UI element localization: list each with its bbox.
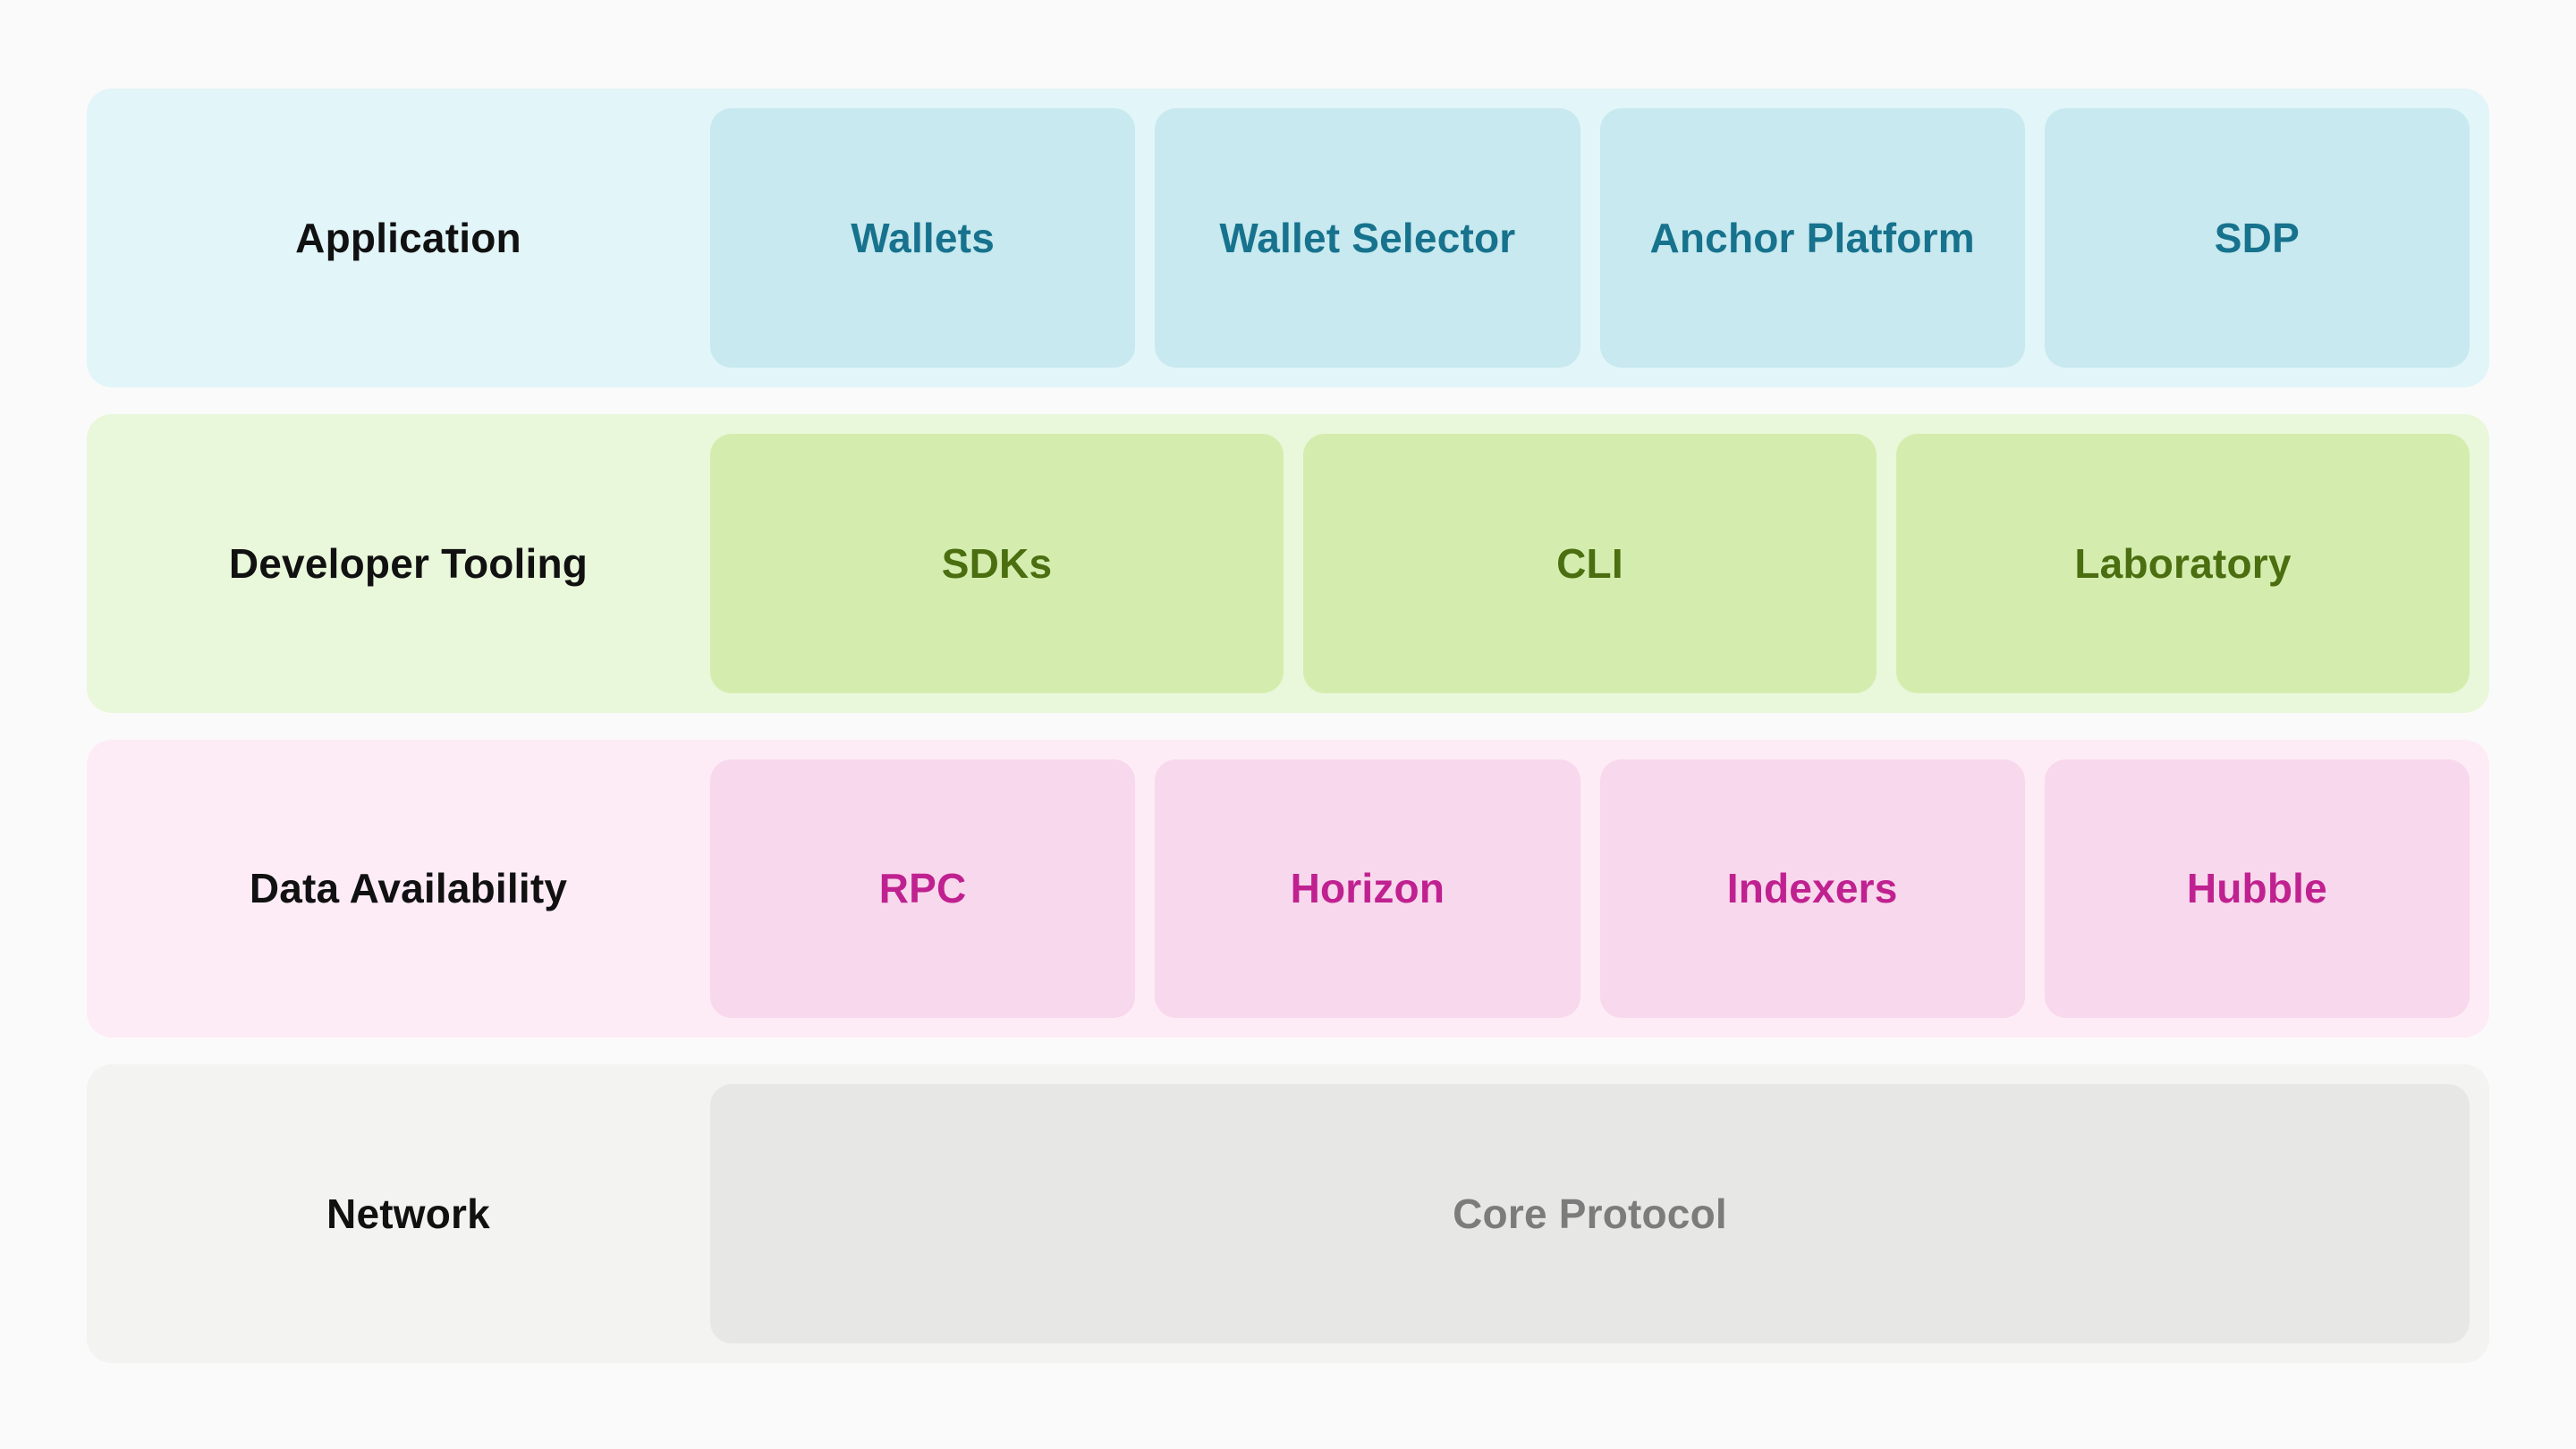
card-sdks[interactable]: SDKs (710, 433, 1284, 693)
layer-data-availability: Data Availability RPC Horizon Indexers H… (87, 739, 2489, 1038)
layer-label-application: Application (295, 214, 521, 261)
layer-network: Network Core Protocol (87, 1064, 2489, 1363)
layer-application: Application Wallets Wallet Selector Anch… (87, 89, 2489, 387)
layer-label-data-availability: Data Availability (249, 865, 568, 912)
card-cli[interactable]: CLI (1303, 433, 1877, 693)
card-anchor-platform[interactable]: Anchor Platform (1599, 108, 2025, 368)
card-hubble[interactable]: Hubble (2044, 758, 2470, 1019)
card-horizon[interactable]: Horizon (1155, 758, 1580, 1019)
card-sdp[interactable]: SDP (2044, 108, 2470, 368)
card-wallet-selector[interactable]: Wallet Selector (1155, 108, 1580, 368)
layer-data-availability-boxes: RPC Horizon Indexers Hubble (710, 758, 2470, 1019)
layer-label-developer-tooling: Developer Tooling (228, 539, 589, 587)
card-rpc[interactable]: RPC (710, 758, 1136, 1019)
architecture-diagram: Application Wallets Wallet Selector Anch… (87, 89, 2489, 1363)
layer-developer-tooling: Developer Tooling SDKs CLI Laboratory (87, 413, 2489, 713)
layer-network-boxes: Core Protocol (710, 1084, 2470, 1343)
layer-label-network: Network (326, 1191, 490, 1238)
card-core-protocol[interactable]: Core Protocol (710, 1084, 2470, 1343)
card-wallets[interactable]: Wallets (710, 108, 1136, 368)
card-laboratory[interactable]: Laboratory (1896, 433, 2470, 693)
layer-application-boxes: Wallets Wallet Selector Anchor Platform … (710, 108, 2470, 368)
card-indexers[interactable]: Indexers (1599, 758, 2025, 1019)
layer-developer-tooling-boxes: SDKs CLI Laboratory (710, 433, 2470, 693)
